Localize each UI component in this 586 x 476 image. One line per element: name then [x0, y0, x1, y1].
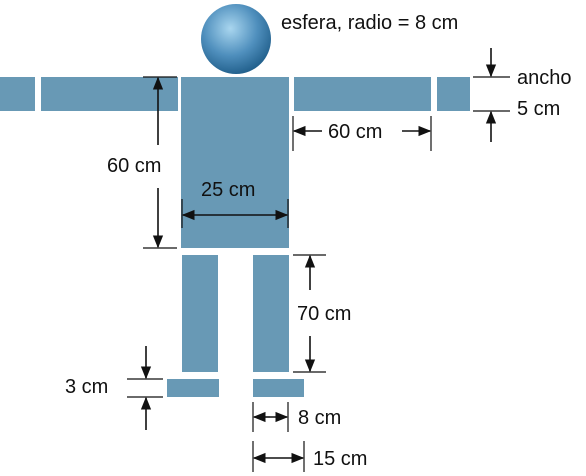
right-foot [253, 379, 304, 397]
torso-height-label: 60 cm [107, 155, 161, 177]
foot-length-dimension [252, 441, 305, 472]
torso-width-label: 25 cm [201, 179, 255, 201]
torso [181, 77, 289, 248]
torso-width-dimension [181, 199, 289, 228]
arm-length-label: 60 cm [328, 121, 382, 143]
leg-length-label: 70 cm [297, 303, 351, 325]
arm-width-dimension [473, 48, 510, 142]
sphere-radius-label: esfera, radio = 8 cm [281, 12, 458, 34]
head-sphere [201, 4, 271, 74]
leg-width-dimension [252, 402, 289, 432]
arm-width-label: 5 cm [517, 98, 560, 120]
left-hand [0, 77, 35, 111]
foot-length-label: 15 cm [313, 448, 367, 470]
left-leg [182, 255, 218, 372]
foot-height-dimension [127, 346, 163, 430]
left-foot [167, 379, 219, 397]
right-leg [253, 255, 289, 372]
leg-length-dimension [293, 254, 326, 373]
right-hand [437, 77, 470, 111]
arm-width-word: ancho [517, 67, 572, 89]
leg-width-label: 8 cm [298, 407, 341, 429]
torso-height-dimension [143, 76, 177, 249]
foot-height-label: 3 cm [65, 376, 108, 398]
right-arm [294, 77, 431, 111]
arm-length-dimension [292, 116, 432, 151]
